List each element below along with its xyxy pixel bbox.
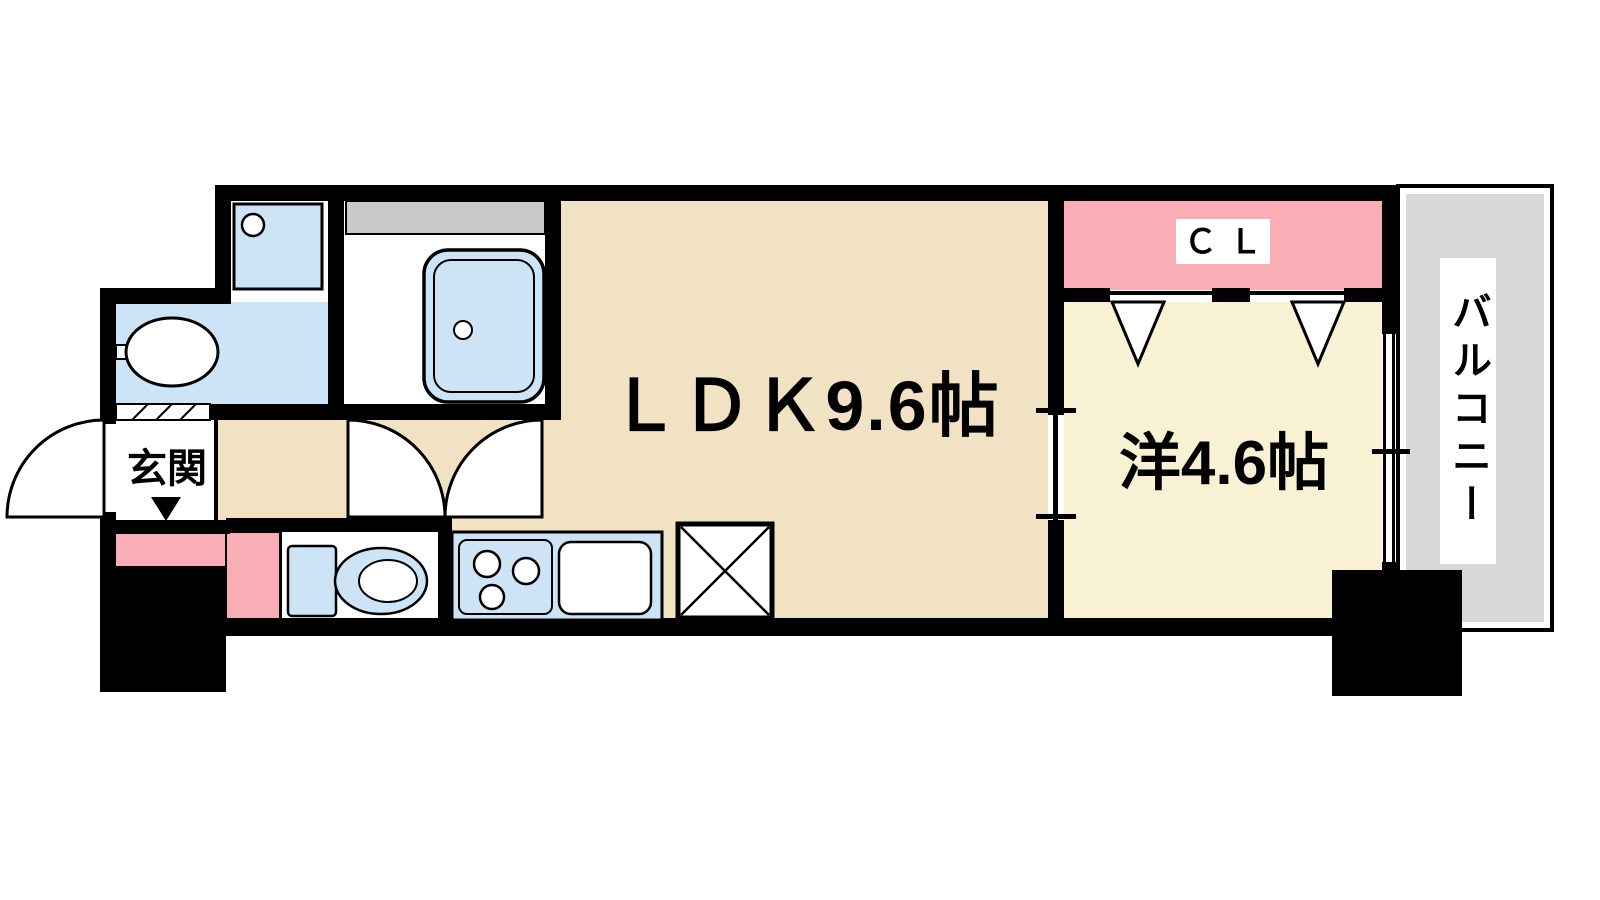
wall-segment bbox=[100, 288, 116, 424]
pillar-block-left bbox=[100, 566, 226, 692]
bathtub bbox=[422, 248, 546, 404]
entrance-direction-arrow bbox=[151, 497, 181, 521]
washroom-folding-door bbox=[115, 403, 211, 421]
wall-segment bbox=[1064, 288, 1110, 302]
western-room-floor bbox=[1064, 302, 1382, 618]
bathroom-counter bbox=[345, 200, 546, 235]
stove bbox=[458, 539, 553, 615]
folding-door-hatch bbox=[155, 403, 173, 421]
kitchen-sink bbox=[557, 540, 653, 616]
toilet-tank bbox=[286, 544, 338, 618]
stove-burner bbox=[478, 583, 506, 611]
wall-tick bbox=[1036, 408, 1076, 413]
wall-segment bbox=[226, 518, 452, 532]
bathtub-outer bbox=[422, 248, 546, 404]
wash-basin bbox=[115, 316, 220, 388]
window-line bbox=[1383, 334, 1386, 562]
wall-segment bbox=[215, 185, 1398, 201]
ldk-door-swing-right bbox=[443, 418, 544, 519]
ldk-room-label: ＬＤＫ9.6帖 bbox=[609, 367, 1001, 445]
washing-machine bbox=[232, 202, 324, 291]
wall-segment bbox=[100, 288, 231, 304]
wall-segment bbox=[226, 618, 1398, 636]
toilet bbox=[286, 544, 429, 618]
dimension-ticks bbox=[1036, 408, 1410, 519]
wall-segment bbox=[438, 518, 452, 636]
wall-segment bbox=[1048, 520, 1064, 636]
entrance-porch-strip bbox=[116, 534, 226, 566]
wall-segment bbox=[328, 185, 344, 420]
wall-segment bbox=[1212, 288, 1250, 302]
bathtub-inner bbox=[433, 259, 535, 393]
refrigerator-space bbox=[675, 521, 775, 621]
closet-label: ＣＬ bbox=[1176, 219, 1270, 264]
wall-segment bbox=[1382, 185, 1398, 334]
balcony-label: バルコニー bbox=[1440, 258, 1496, 564]
wall-segment bbox=[1048, 201, 1064, 415]
wall-segment bbox=[545, 185, 561, 420]
fixtures bbox=[115, 202, 775, 622]
bathtub-drain bbox=[453, 320, 473, 340]
sliding-door-line bbox=[1053, 415, 1058, 520]
wall-segment bbox=[215, 185, 231, 302]
pillar-block-right bbox=[1332, 570, 1462, 696]
wall-tick bbox=[1036, 514, 1076, 519]
kitchen bbox=[450, 530, 664, 622]
doors bbox=[5, 300, 1347, 521]
toilet-side-strip bbox=[225, 531, 281, 621]
folding-door-hatch bbox=[131, 403, 149, 421]
toilet-strip-divider bbox=[280, 532, 282, 620]
stove-burner bbox=[511, 556, 541, 586]
closet-door-marker-right bbox=[1289, 300, 1347, 368]
basin-bowl bbox=[124, 316, 220, 388]
window-line bbox=[1392, 334, 1395, 562]
washing-machine-dial bbox=[240, 212, 266, 238]
x-mark-line bbox=[680, 526, 770, 616]
folding-door-hatch bbox=[179, 403, 197, 421]
entrance-door-swing bbox=[5, 418, 106, 519]
walls bbox=[100, 185, 1398, 636]
closet-door-marker-left bbox=[1109, 300, 1167, 368]
toilet-seat bbox=[358, 559, 418, 603]
stove-burner bbox=[472, 549, 502, 579]
wall-segment bbox=[100, 520, 230, 534]
wall-segment bbox=[210, 404, 561, 420]
entrance-label: 玄関 bbox=[127, 447, 207, 491]
western-room-label: 洋4.6帖 bbox=[1118, 429, 1330, 498]
wall-tick bbox=[1372, 449, 1410, 454]
entrance-hall-divider bbox=[214, 420, 218, 520]
